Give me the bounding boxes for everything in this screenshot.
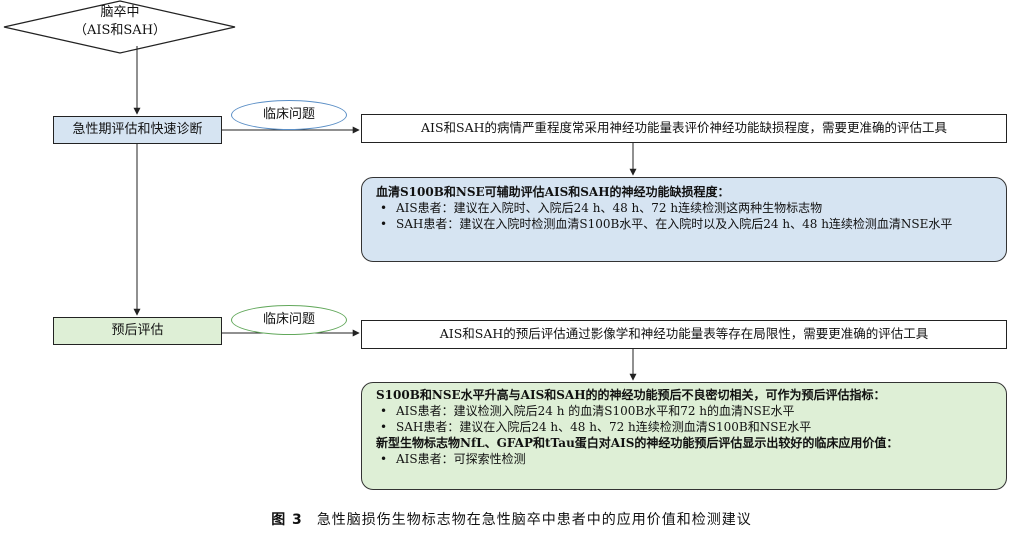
- figure-caption-text: 急性脑损伤生物标志物在急性脑卒中患者中的应用价值和检测建议: [316, 512, 752, 528]
- acute-stage-box: 急性期评估和快速诊断: [53, 116, 222, 144]
- prognosis-rec-heading-1: S100B和NSE水平升高与AIS和SAH的的神经功能预后不良密切相关，可作为预…: [376, 388, 886, 402]
- prognosis-rec-heading-2: 新型生物标志物NfL、GFAP和tTau蛋白对AIS的神经功能预后评估显示出较好…: [376, 436, 899, 450]
- acute-rec-heading: 血清S100B和NSE可辅助评估AIS和SAH的神经功能缺损程度：: [376, 185, 730, 199]
- start-title: 脑卒中: [100, 5, 140, 20]
- acute-recommendation-box: 血清S100B和NSE可辅助评估AIS和SAH的神经功能缺损程度： AIS患者：…: [361, 177, 1007, 262]
- prognosis-recommendation-box: S100B和NSE水平升高与AIS和SAH的的神经功能预后不良密切相关，可作为预…: [361, 382, 1007, 490]
- prognosis-issue-box: AIS和SAH的预后评估通过影像学和神经功能量表等存在局限性，需要更准确的评估工…: [361, 320, 1007, 349]
- prognosis-rec-item-ais: AIS患者：建议检测入院后24 h 的血清S100B水平和72 h的血清NSE水…: [376, 403, 994, 419]
- start-diamond: [3, 0, 236, 54]
- figure-caption: 图 3 急性脑损伤生物标志物在急性脑卒中患者中的应用价值和检测建议: [0, 510, 1023, 530]
- start-node-label: 脑卒中 （AIS和SAH）: [60, 4, 180, 40]
- start-subtitle: （AIS和SAH）: [73, 23, 167, 38]
- acute-clinical-issue-tag: 临床问题: [231, 100, 347, 130]
- prognosis-rec-item-sah: SAH患者：建议在入院后24 h、48 h、72 h连续检测血清S100B和NS…: [376, 419, 994, 435]
- prognosis-rec-item-ais-new: AIS患者：可探索性检测: [376, 451, 994, 467]
- acute-rec-item-sah: SAH患者：建议在入院时检测血清S100B水平、在入院时以及入院后24 h、48…: [376, 216, 994, 232]
- acute-issue-box: AIS和SAH的病情严重程度常采用神经功能量表评价神经功能缺损程度，需要更准确的…: [361, 114, 1007, 143]
- figure-number: 图 3: [271, 512, 303, 528]
- acute-rec-item-ais: AIS患者：建议在入院时、入院后24 h、48 h、72 h连续检测这两种生物标…: [376, 200, 994, 216]
- prognosis-clinical-issue-tag: 临床问题: [231, 305, 347, 335]
- prognosis-stage-box: 预后评估: [53, 317, 222, 345]
